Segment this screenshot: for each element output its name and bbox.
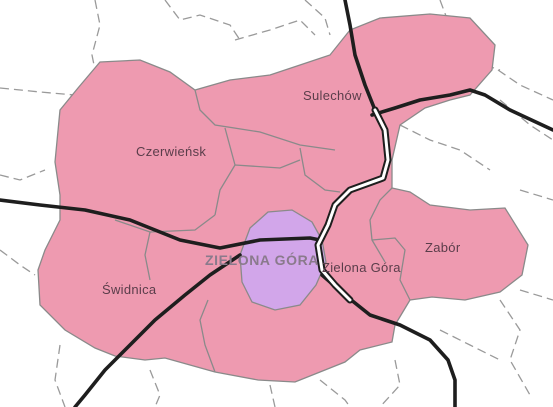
district-area	[37, 13, 529, 383]
label-sulechow: Sulechów	[303, 88, 362, 103]
label-swidnica: Świdnica	[102, 282, 157, 297]
label-zielona-gora-city: ZIELONA GÓRA	[205, 252, 320, 268]
label-zabor: Zabór	[425, 240, 461, 255]
label-zielona-gora-gmina: Zielona Góra	[322, 260, 401, 275]
road-southwest	[73, 253, 242, 407]
label-czerwiensk: Czerwieńsk	[136, 144, 207, 159]
expressway	[314, 106, 392, 304]
road-west	[0, 198, 322, 250]
road-northeast	[370, 88, 553, 132]
road-north	[343, 0, 377, 112]
city-area	[239, 209, 327, 311]
gmina-boundaries	[114, 89, 411, 373]
